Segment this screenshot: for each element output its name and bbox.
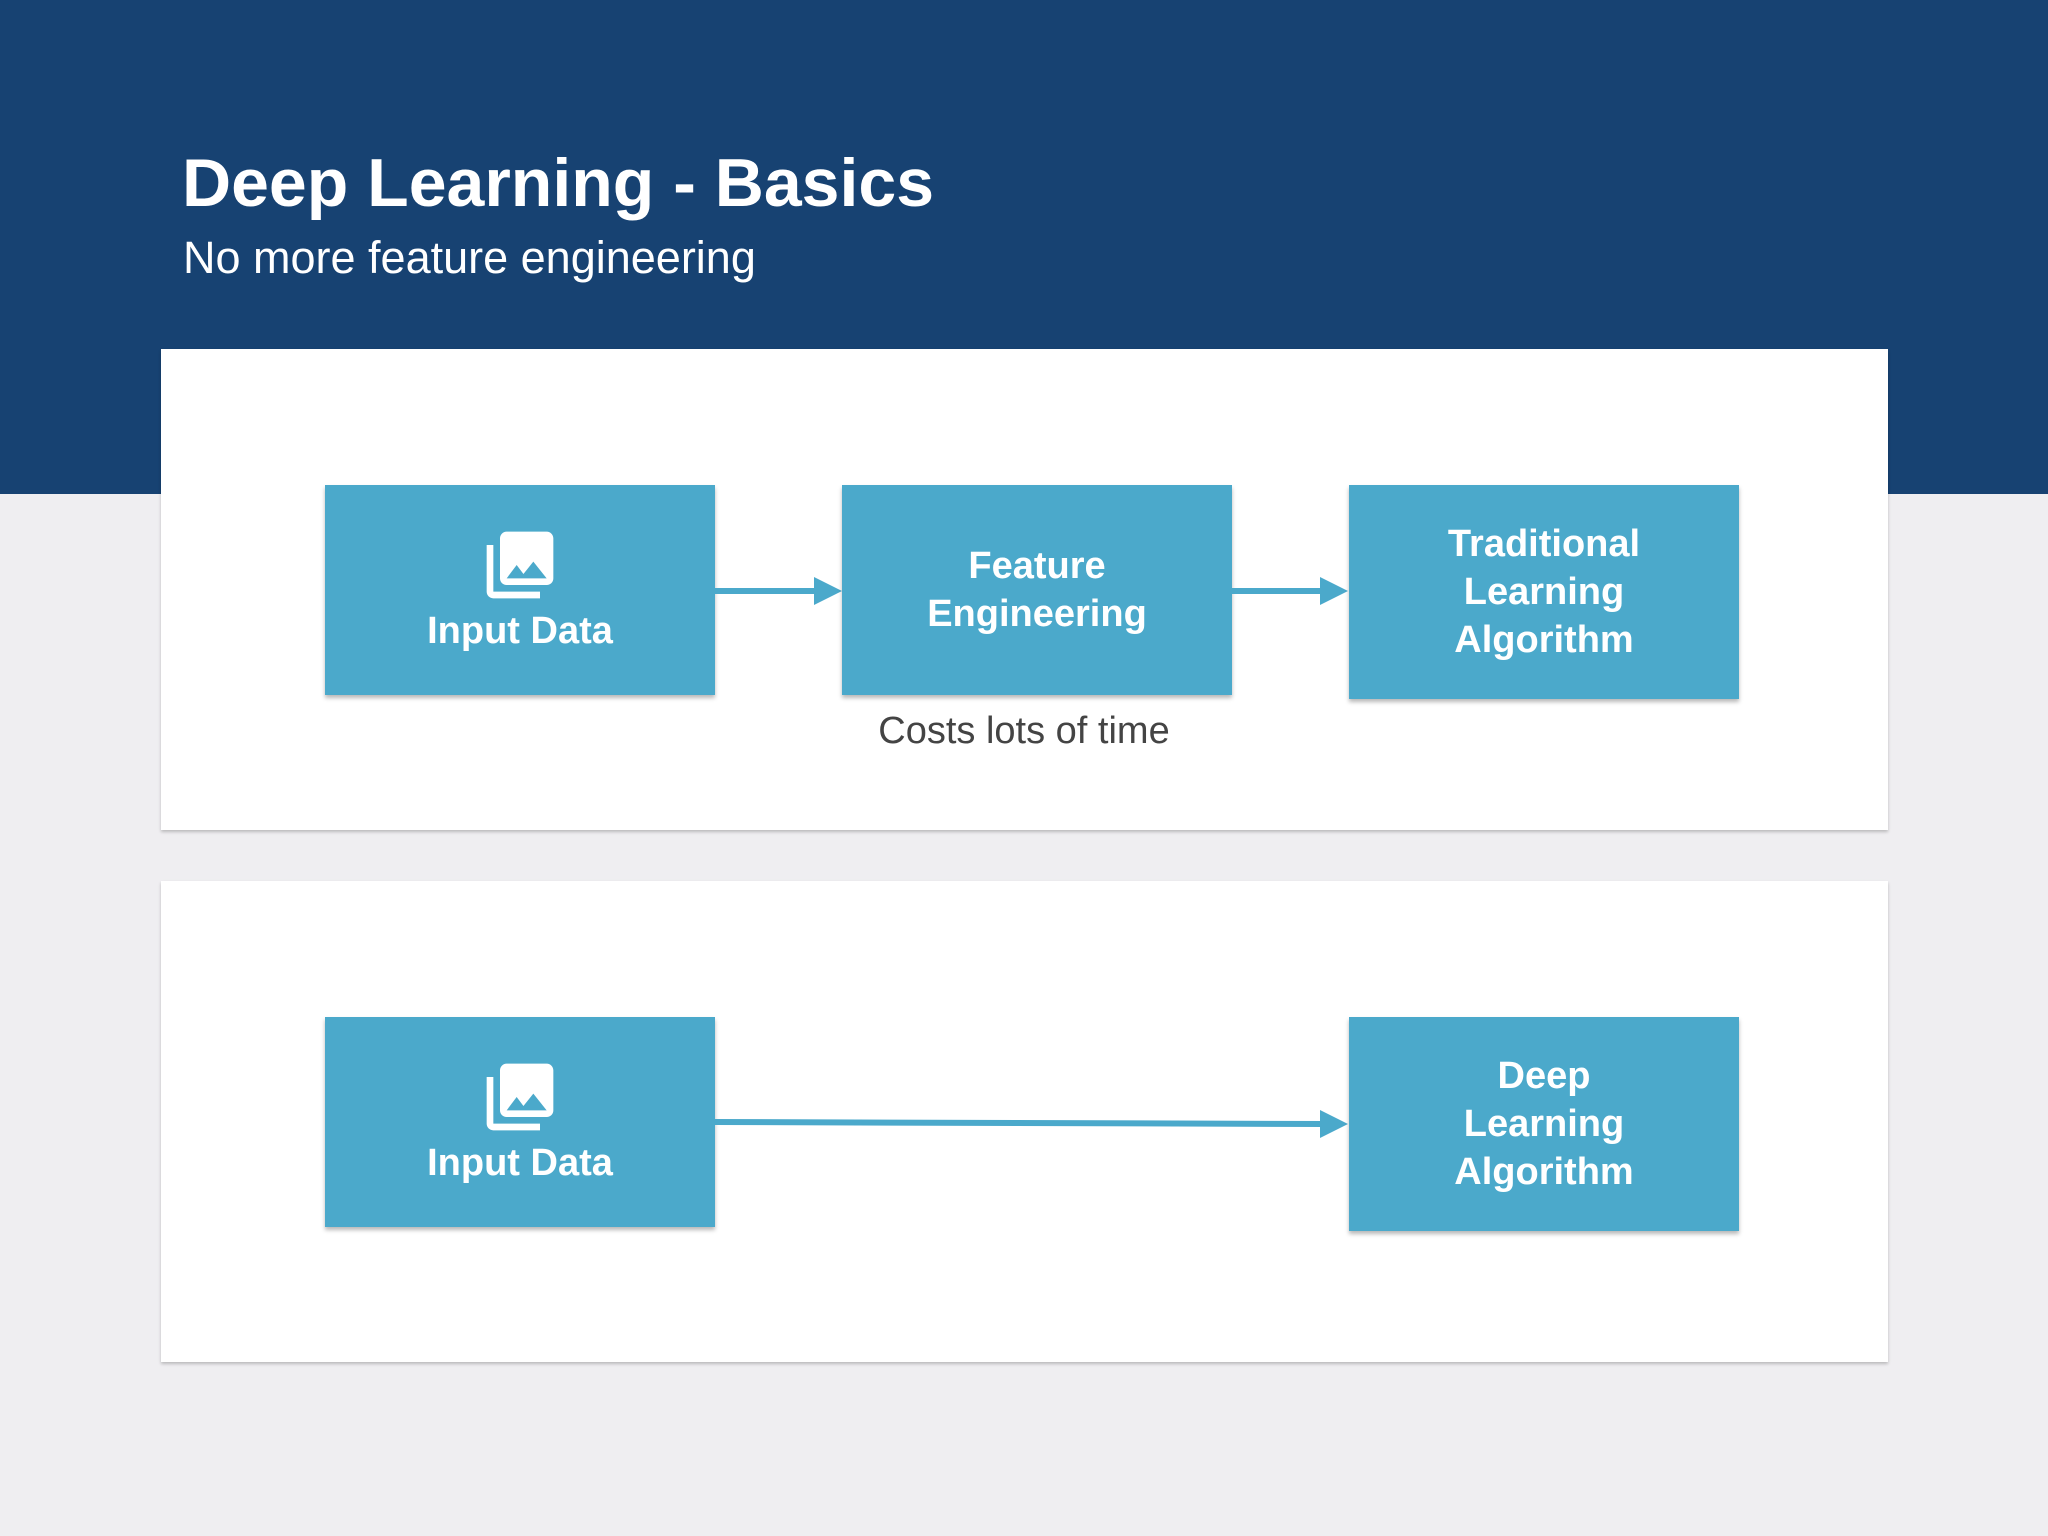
input-data-node-bottom: Input Data — [325, 1017, 715, 1227]
node-label: Input Data — [427, 1142, 613, 1184]
node-label: Input Data — [427, 610, 613, 652]
deep-learning-algorithm-node: Deep Learning Algorithm — [1349, 1017, 1739, 1231]
page-subtitle: No more feature engineering — [183, 232, 756, 283]
arrow-input-to-feature — [714, 577, 842, 605]
image-stack-icon — [486, 1063, 554, 1131]
node-label: Deep Learning Algorithm — [1454, 1055, 1634, 1193]
arrow-feature-to-traditional — [1232, 577, 1348, 605]
node-label: Traditional Learning Algorithm — [1447, 523, 1641, 661]
feature-engineering-caption: Costs lots of time — [878, 710, 1170, 752]
image-stack-icon — [486, 531, 554, 599]
page-title: Deep Learning - Basics — [182, 145, 935, 221]
traditional-learning-algorithm-node: Traditional Learning Algorithm — [1349, 485, 1739, 699]
feature-engineering-node: Feature Engineering — [842, 485, 1232, 695]
arrow-input-to-deep-learning — [713, 1110, 1348, 1138]
input-data-node-top: Input Data — [325, 485, 715, 695]
node-label: Feature Engineering — [927, 545, 1147, 635]
